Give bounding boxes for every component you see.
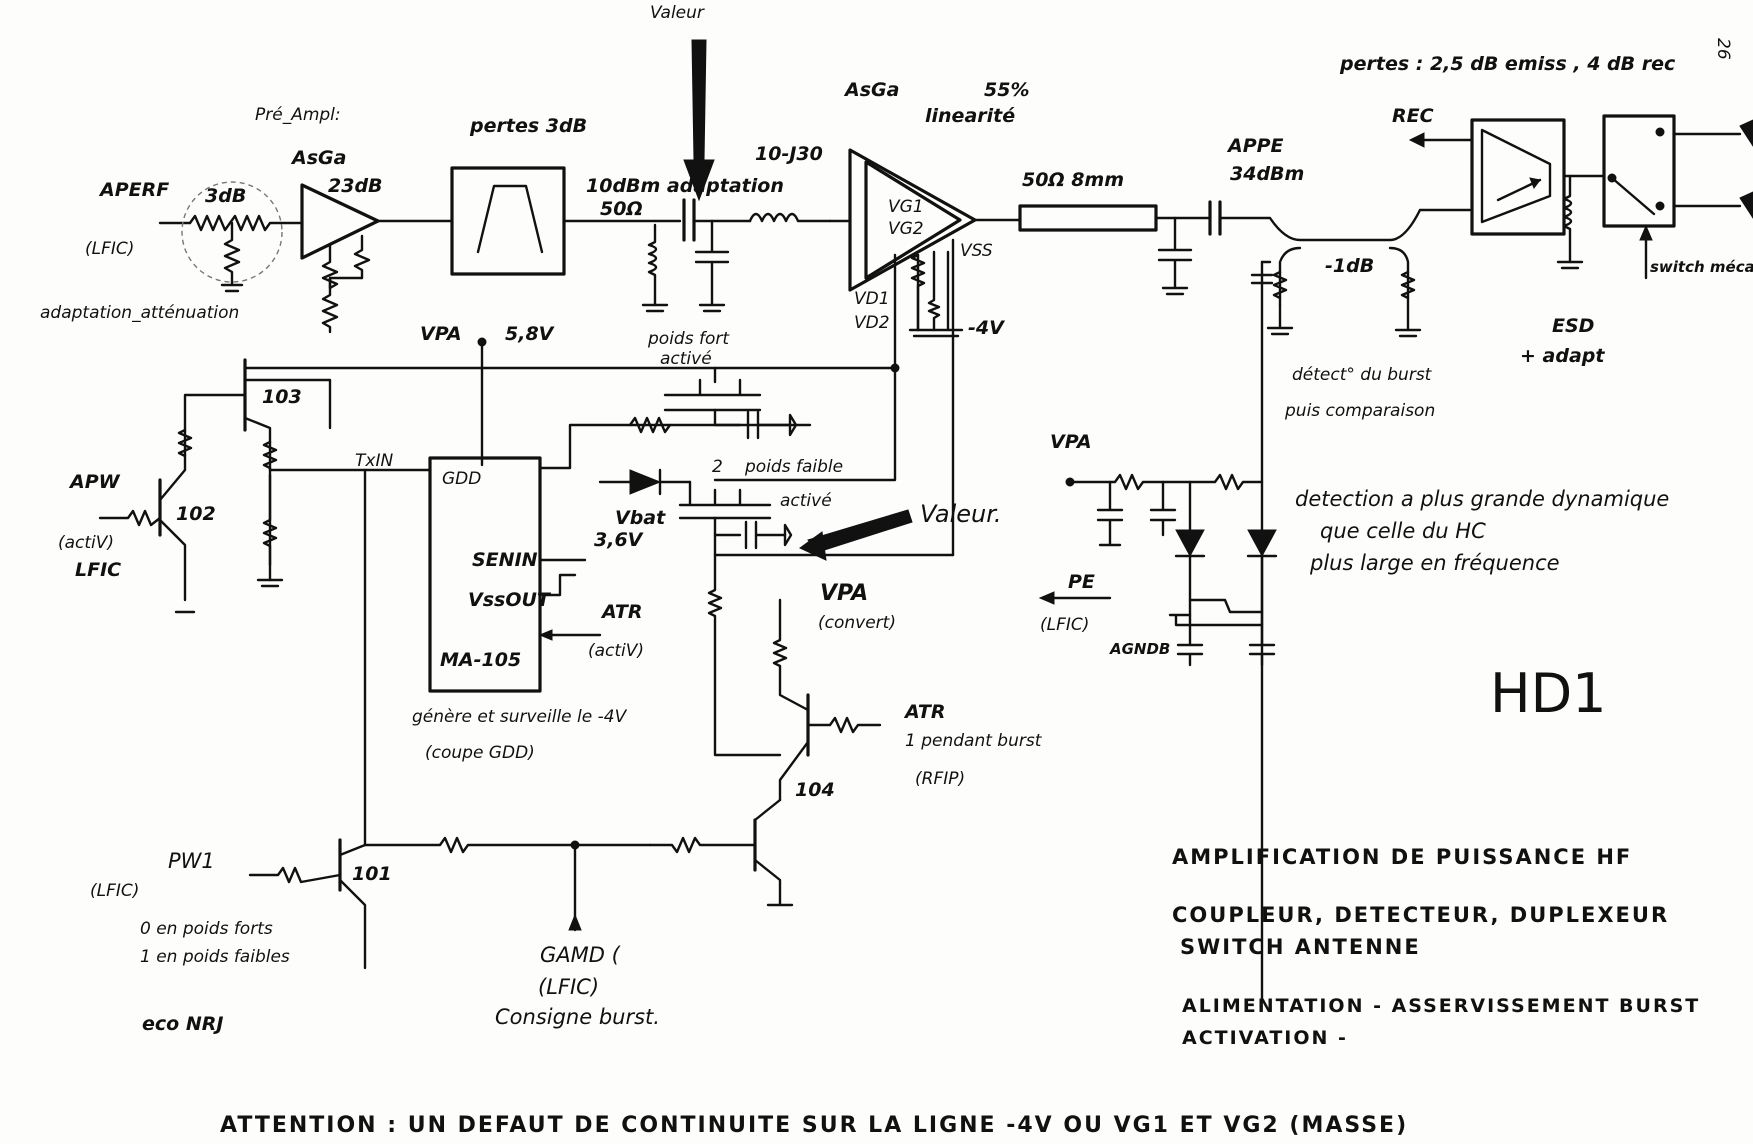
linearite-label: linearité [925, 105, 1015, 127]
pe-label: PE [1068, 571, 1095, 593]
ohm-50-label: 50Ω [600, 198, 643, 220]
aperf-label: APERF [98, 179, 169, 201]
poids-faible-label: poids faible [744, 457, 843, 477]
rec-label: REC [1392, 105, 1434, 127]
vss-label: VSS [960, 241, 993, 261]
t102-label: 102 [176, 503, 216, 525]
vpa-label-3: VPA [1050, 431, 1092, 453]
pw1-label: PW1 [168, 849, 215, 873]
vbat-label: Vbat [615, 507, 666, 529]
atr-label-1: ATR [600, 601, 642, 623]
dbm-34-label: 34dBm [1230, 163, 1304, 185]
rfip-label: (RFIP) [915, 769, 965, 789]
output-coupler [1018, 200, 1472, 1002]
t101-label: 101 [352, 863, 392, 885]
detection-line3: plus large en fréquence [1309, 551, 1560, 575]
power-amplifier [828, 148, 1022, 557]
page-number: 26 [1713, 38, 1733, 60]
v58-label: 5,8V [505, 323, 555, 345]
pendant-label: 1 pendant burst [905, 731, 1043, 751]
consigne-label: Consigne burst. [495, 1005, 660, 1029]
comparison-label: puis comparaison [1284, 401, 1435, 421]
vpa-label-2: VPA [820, 581, 868, 606]
gain-23-label: 23dB [328, 175, 383, 197]
pertes-3db-label: pertes 3dB [469, 115, 587, 137]
percent-label: 55% [984, 79, 1029, 101]
detection-line2: que celle du HC [1320, 519, 1486, 543]
active-label-2: activé [780, 491, 832, 511]
appe-label: APPE [1226, 135, 1284, 157]
note-line2: COUPLEUR, DETECTEUR, DUPLEXEUR [1172, 903, 1669, 927]
vd2-label: VD2 [854, 313, 890, 333]
adaptation-att-label: adaptation_atténuation [40, 303, 239, 323]
adaptation-network [641, 39, 832, 313]
lfic-label-4: (LFIC) [538, 975, 599, 999]
bandpass-filter [450, 166, 682, 276]
v36-label: 3,6V [594, 529, 644, 551]
preamp-asga [300, 183, 454, 334]
duplexer-switch [1408, 114, 1753, 280]
t104-label: 104 [795, 779, 835, 801]
senin-label: SENIN [472, 549, 538, 571]
adapt-label: + adapt [1520, 345, 1605, 367]
esd-label: ESD [1552, 315, 1594, 337]
vg1-label: VG1 [888, 197, 924, 217]
detector-network [1038, 473, 1278, 667]
valeur-label-2: Valeur. [920, 500, 1002, 528]
note-line5: ACTIVATION - [1182, 1027, 1348, 1049]
attention-note: ATTENTION : UN DEFAUT DE CONTINUITE SUR … [220, 1113, 1408, 1138]
poids-forts-note: 0 en poids forts [140, 919, 273, 939]
active-label-1: activé [660, 349, 712, 369]
dbm-adapt-label: 10dBm adaptation [586, 175, 784, 197]
gdd-label: GDD [442, 469, 481, 489]
activ-label-2: (actiV) [588, 641, 644, 661]
note-line4: ALIMENTATION - ASSERVISSEMENT BURST [1182, 995, 1700, 1017]
num-2-label: 2 [712, 457, 723, 477]
valeur-top-label: Valeur [650, 3, 705, 23]
detection-line1: detection a plus grande dynamique [1295, 487, 1669, 511]
poids-faibles-note: 1 en poids faibles [140, 947, 290, 967]
bias-network [98, 337, 955, 970]
lfic-label-2: LFIC [75, 559, 121, 581]
poids-fort-label: poids fort [647, 329, 730, 349]
detect-burst-label: détect° du burst [1292, 365, 1433, 385]
minus-4v-label: -4V [968, 317, 1005, 339]
switch-meca-label: switch méca (bascule Combo) [1650, 258, 1753, 276]
genere-label: génère et surveille le -4V [412, 707, 628, 727]
vssout-label: VssOUT [468, 589, 552, 611]
note-title: AMPLIFICATION DE PUISSANCE HF [1172, 845, 1632, 869]
input-attenuator [158, 181, 302, 293]
range-label: 10-J30 [755, 143, 823, 165]
txin-label: TxIN [355, 451, 393, 471]
att-3db-label: 3dB [205, 185, 246, 207]
vpa-label-1: VPA [420, 323, 462, 345]
agnd-label: AGNDB [1109, 640, 1170, 658]
gamd-label: GAMD ( [540, 943, 621, 967]
sheet-id: HD1 [1490, 662, 1607, 725]
lfic-label-3: (LFIC) [90, 881, 139, 901]
asga-pa-label: AsGa [843, 79, 899, 101]
t103-label: 103 [262, 386, 302, 408]
coupe-gdd-label: (coupe GDD) [425, 743, 535, 763]
apw-label: APW [68, 471, 121, 493]
losses-label: pertes : 2,5 dB emiss , 4 dB rec [1339, 53, 1676, 75]
lfic-label-5: (LFIC) [1040, 615, 1089, 635]
preampl-label: Pré_Ampl: [255, 105, 341, 125]
eco-label: eco NRJ [142, 1013, 223, 1035]
lfic-label-1: (LFIC) [85, 239, 134, 259]
asga-pre-label: AsGa [290, 147, 346, 169]
vd1-label: VD1 [854, 289, 890, 309]
line-50-label: 50Ω 8mm [1022, 169, 1124, 191]
atr-label-2: ATR [903, 701, 945, 723]
convert-label: (convert) [818, 613, 896, 633]
coupler-1db-label: -1dB [1325, 255, 1374, 277]
note-line3: SWITCH ANTENNE [1180, 935, 1421, 959]
activ-label: (actiV) [58, 533, 114, 553]
vg2-label: VG2 [888, 219, 924, 239]
ma105-label: MA-105 [440, 649, 521, 671]
